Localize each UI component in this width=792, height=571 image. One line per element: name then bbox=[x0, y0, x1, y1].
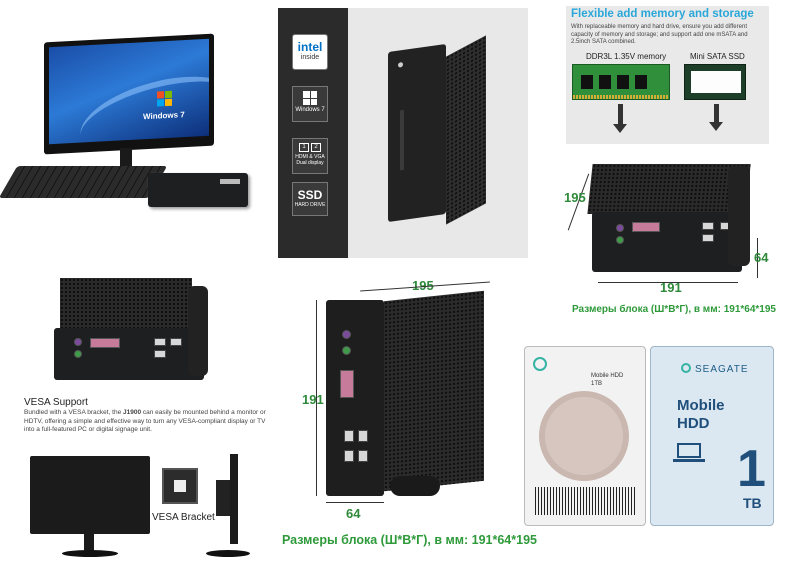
ram-module-image bbox=[572, 64, 670, 100]
intel-brand-text: intel bbox=[297, 40, 323, 54]
keyboard bbox=[0, 166, 168, 198]
case-top bbox=[587, 164, 751, 214]
pc-mounted bbox=[216, 480, 230, 516]
dim-line-height bbox=[757, 238, 758, 278]
seagate-brand-icon bbox=[681, 363, 691, 373]
case-front bbox=[592, 212, 742, 272]
dim-line-depth bbox=[598, 282, 738, 283]
tower-stand-foot bbox=[390, 476, 440, 496]
dims-caption-top: Размеры блока (Ш*В*Г), в мм: 191*64*195 bbox=[572, 304, 776, 315]
tower-side bbox=[446, 35, 486, 225]
monitor-back-stand bbox=[84, 532, 94, 552]
hdmi-label: HDMI & VGA Dual display bbox=[295, 154, 325, 166]
rear-case-bracket bbox=[188, 286, 208, 376]
seagate-logo-icon bbox=[533, 357, 547, 371]
monitor-side-base bbox=[206, 550, 250, 557]
laptop-icon bbox=[677, 443, 701, 458]
hdd-unit: TB bbox=[743, 495, 762, 511]
mini-pc-tower bbox=[388, 43, 446, 223]
vesa-bracket-plate bbox=[162, 468, 198, 504]
case-side-bracket bbox=[728, 166, 750, 266]
monitor-setup-photo: Windows 7 bbox=[0, 30, 273, 210]
arrow-down-icon bbox=[714, 104, 719, 124]
vesa-bracket-label: VESA Bracket bbox=[152, 512, 215, 523]
hdd-capacity: 1 bbox=[737, 440, 766, 498]
hdmi-badge: 1 2 HDMI & VGA Dual display bbox=[292, 138, 328, 174]
hdd-brand: SEAGATE bbox=[695, 364, 749, 375]
hdd-label-side: Mobile HDD 1TB bbox=[524, 346, 646, 526]
dimension-photo-top: 195 64 191 Размеры блока (Ш*В*Г), в мм: … bbox=[560, 150, 792, 320]
monitor: Windows 7 bbox=[44, 33, 214, 155]
rear-case-top bbox=[60, 278, 192, 328]
windows-label: Windows 7 bbox=[295, 107, 325, 113]
windows-logo-icon bbox=[157, 90, 173, 108]
rear-case-photo bbox=[50, 276, 212, 386]
display-1-icon: 1 bbox=[299, 143, 309, 152]
intel-badge: intel inside bbox=[292, 34, 328, 70]
ram-label: DDR3L 1.35V memory bbox=[586, 52, 667, 61]
arrow-down-icon bbox=[709, 122, 723, 131]
memory-storage-panel: Flexible add memory and storage With rep… bbox=[566, 6, 769, 144]
hdd-box: SEAGATE Mobile HDD 1 TB bbox=[650, 346, 774, 526]
monitor-back-base bbox=[62, 550, 118, 557]
arrow-down-icon bbox=[618, 104, 623, 126]
dimension-photo-center: 195 191 64 bbox=[300, 276, 512, 526]
hdd-label-model: Mobile HDD bbox=[591, 373, 624, 379]
vesa-desc-before: Bundled with a VESA bracket, the bbox=[24, 409, 124, 416]
laptop-base-icon bbox=[673, 459, 705, 462]
monitor-back bbox=[30, 456, 150, 534]
rear-case-front bbox=[54, 328, 204, 380]
mini-pc bbox=[148, 173, 248, 207]
intel-inside-text: inside bbox=[300, 54, 320, 61]
vesa-model: J1900 bbox=[123, 409, 142, 416]
windows-icon bbox=[303, 91, 317, 105]
arrow-down-icon bbox=[613, 124, 627, 133]
ssd-sub-label: HARD DRIVE bbox=[294, 202, 326, 208]
dim-depth-label-center: 64 bbox=[346, 506, 361, 521]
memory-panel-title: Flexible add memory and storage bbox=[571, 8, 754, 20]
vesa-photo: VESA Bracket bbox=[26, 450, 256, 565]
dim-height-label: 64 bbox=[754, 250, 769, 265]
hdd-label-cap: 1TB bbox=[591, 381, 603, 387]
memory-panel-desc: With replaceable memory and hard drive, … bbox=[571, 24, 748, 45]
tower-side-center bbox=[384, 290, 484, 492]
dim-line-height-center bbox=[316, 300, 317, 496]
product-badge-panel: intel inside Windows 7 1 2 HDMI & VGA Du… bbox=[278, 8, 528, 258]
windows-badge: Windows 7 bbox=[292, 86, 328, 122]
ssd-label: SSD bbox=[297, 188, 323, 202]
hdd-platter-outline bbox=[539, 391, 629, 481]
msata-ssd-image bbox=[684, 64, 746, 100]
hdd-barcode bbox=[535, 487, 635, 515]
hdd-title-2: HDD bbox=[677, 415, 710, 432]
monitor-stand bbox=[120, 148, 132, 170]
hdd-photo: Mobile HDD 1TB SEAGATE Mobile HDD 1 TB bbox=[524, 346, 774, 526]
display-2-icon: 2 bbox=[311, 143, 321, 152]
vesa-desc-after: can easily be mounted behind a monitor o… bbox=[24, 409, 266, 433]
vesa-desc: Bundled with a VESA bracket, the J1900 c… bbox=[24, 409, 274, 435]
monitor-screen: Windows 7 bbox=[49, 38, 209, 145]
dim-width-label: 195 bbox=[564, 190, 586, 205]
dim-depth-label: 191 bbox=[660, 280, 682, 295]
dims-caption-center: Размеры блока (Ш*В*Г), в мм: 191*64*195 bbox=[282, 533, 537, 547]
ssd-mini-label: Mini SATA SSD bbox=[690, 52, 745, 61]
tower-front bbox=[326, 300, 384, 496]
monitor-side-view bbox=[230, 454, 238, 544]
dim-height-label-center: 191 bbox=[302, 392, 324, 407]
hdd-title-1: Mobile bbox=[677, 397, 725, 414]
vesa-title: VESA Support bbox=[24, 397, 88, 408]
ssd-badge: SSD HARD DRIVE bbox=[292, 182, 328, 216]
dim-line-depth-center bbox=[326, 502, 384, 503]
